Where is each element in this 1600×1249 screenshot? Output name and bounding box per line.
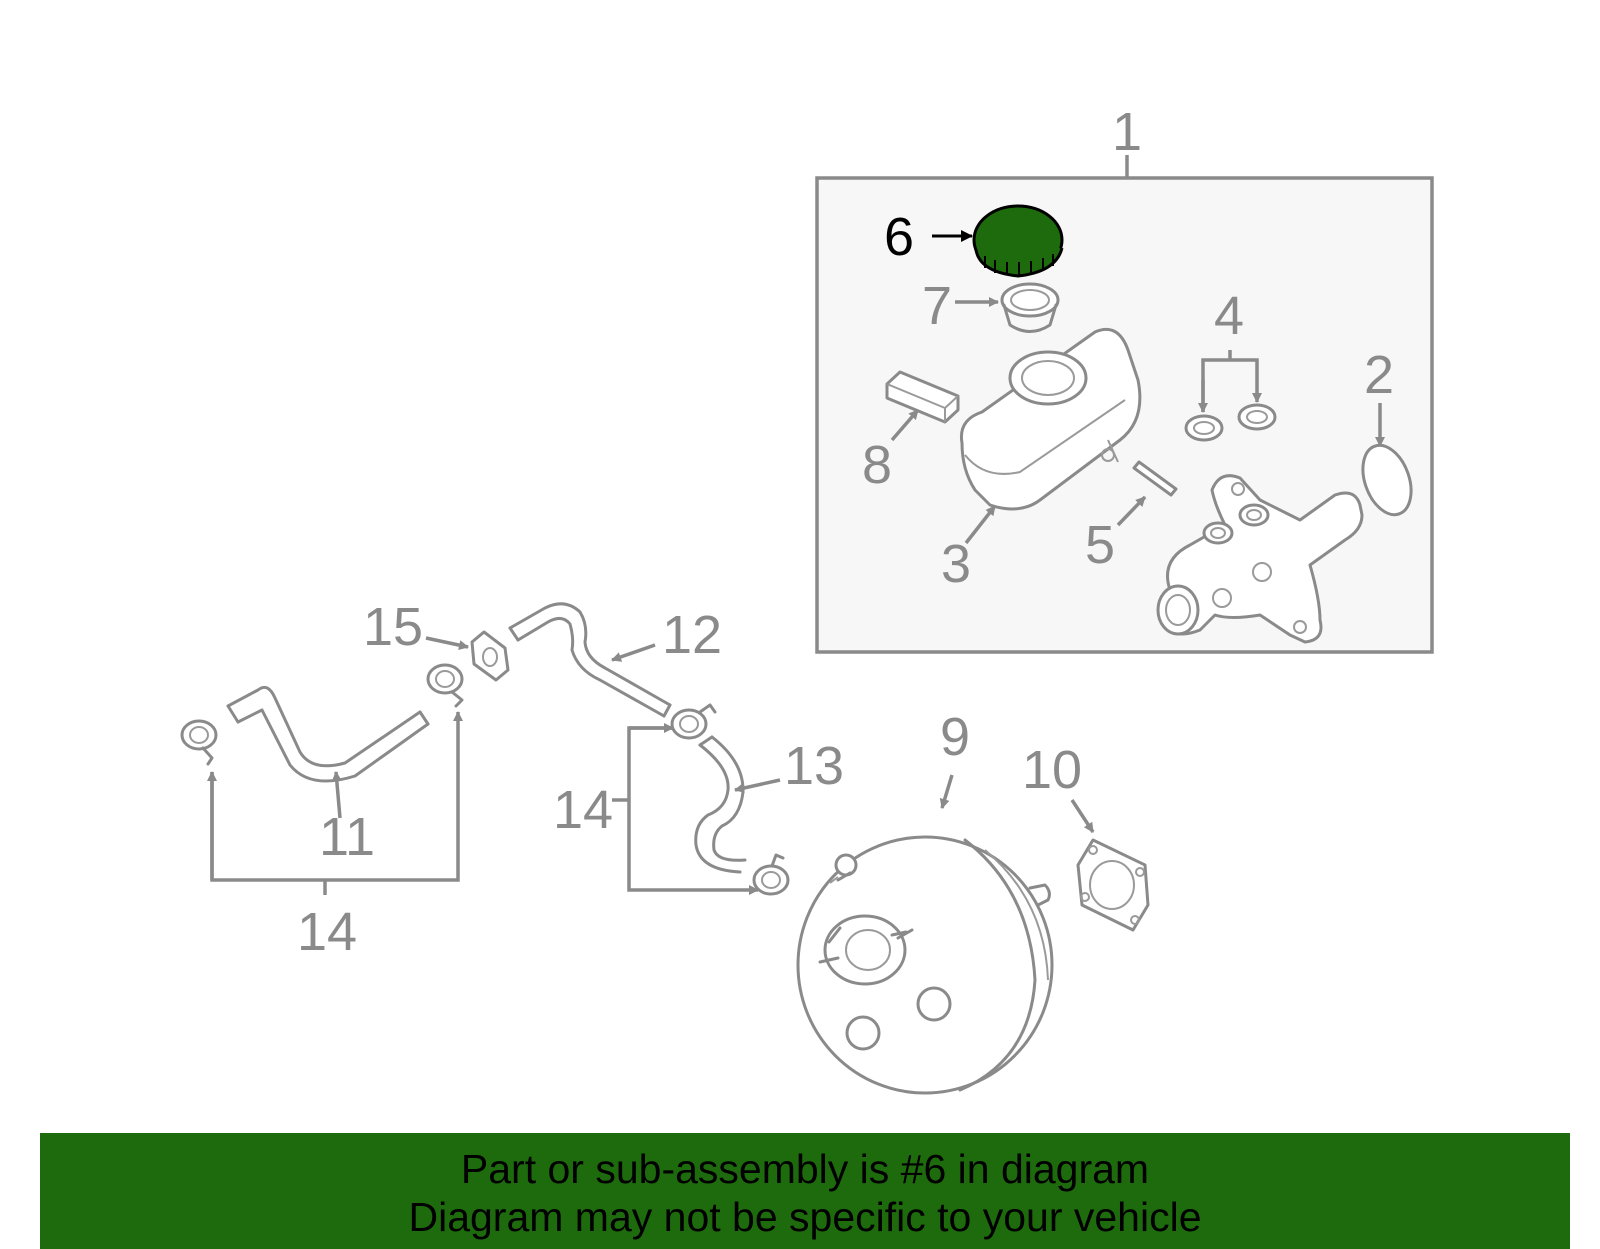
part-label-11: 11 <box>319 807 375 867</box>
part-8-leader <box>890 408 920 442</box>
part-15-clip[interactable] <box>470 630 510 682</box>
part-label-8: 8 <box>862 435 892 495</box>
part-label-14-right: 14 <box>553 780 613 840</box>
part-3-leader <box>964 504 997 545</box>
part-3-reservoir[interactable] <box>959 327 1142 511</box>
banner-part-text: Part or sub-assembly is #6 in diagram <box>460 1146 1150 1192</box>
part-label-6: 6 <box>884 207 914 267</box>
part-13-hose[interactable] <box>694 735 747 874</box>
part-label-1: 1 <box>1112 102 1142 162</box>
part-9-leader <box>939 774 954 809</box>
part-11-leader <box>331 771 342 819</box>
part-label-4: 4 <box>1214 286 1244 346</box>
hose-clamp-mid[interactable] <box>426 663 464 708</box>
hose-clamp-lower-right[interactable] <box>752 853 790 896</box>
part-2-o-ring[interactable] <box>1354 439 1420 522</box>
part-11-vacuum-hose[interactable] <box>226 685 430 783</box>
part-7-strainer[interactable] <box>1000 282 1060 333</box>
hose-clamp-upper-right[interactable] <box>670 703 717 740</box>
part-label-13: 13 <box>784 736 844 796</box>
info-banner: Part or sub-assembly is #6 in diagram Di… <box>40 1133 1570 1249</box>
hose-clamp-left[interactable] <box>180 719 218 766</box>
part-12-leader <box>611 643 656 662</box>
part-label-12: 12 <box>662 605 722 665</box>
part-13-leader <box>734 778 781 793</box>
part-label-14-left: 14 <box>297 902 357 962</box>
part-label-5: 5 <box>1085 515 1115 575</box>
part-12-hose[interactable] <box>508 602 672 718</box>
banner-disclaimer-text: Diagram may not be specific to your vehi… <box>408 1194 1202 1240</box>
part-label-3: 3 <box>941 534 971 594</box>
part-10-gasket[interactable] <box>1076 838 1150 932</box>
part-label-15: 15 <box>363 597 423 657</box>
part-6-reservoir-cap[interactable] <box>972 204 1064 278</box>
part-4-seals[interactable] <box>1184 403 1277 442</box>
part-9-brake-booster[interactable] <box>796 835 1054 1095</box>
part-label-2: 2 <box>1364 345 1394 405</box>
part-15-leader <box>425 636 469 651</box>
part-5-leader <box>1116 495 1147 527</box>
part-5-pin[interactable] <box>1132 460 1178 497</box>
part-label-10: 10 <box>1022 740 1082 800</box>
part-10-leader <box>1070 799 1095 833</box>
part-label-7: 7 <box>922 276 952 336</box>
master-cylinder-body[interactable] <box>1156 474 1364 644</box>
part-label-9: 9 <box>940 707 970 767</box>
part-8-level-sensor[interactable] <box>885 370 960 424</box>
